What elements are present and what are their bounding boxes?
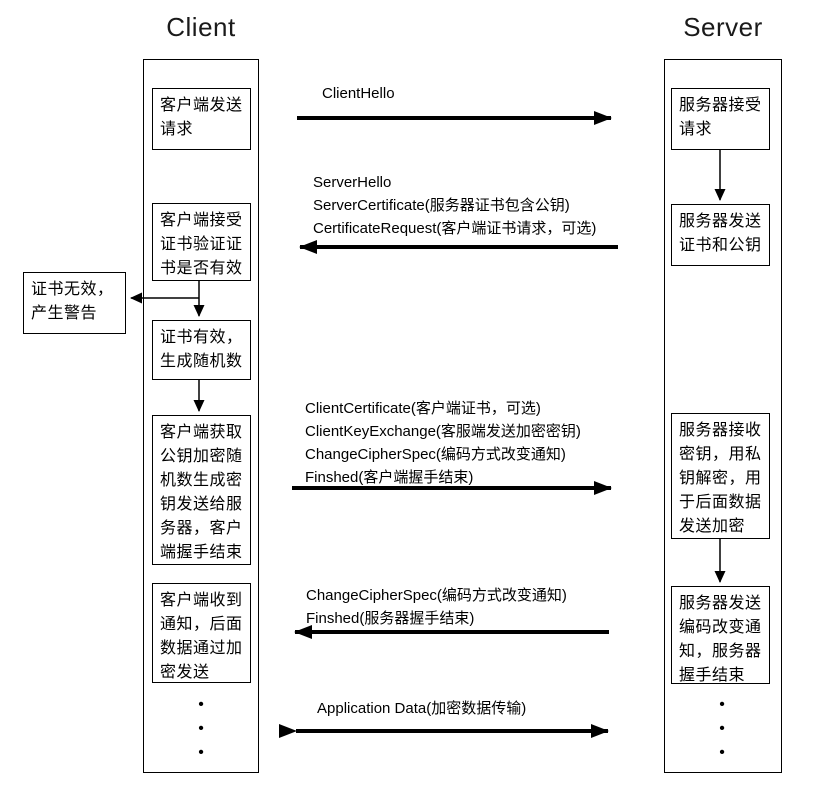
server-step-receive-key-decrypt: 服务器接收密钥，用私钥解密，用于后面数据发送加密 (671, 413, 770, 539)
server-lane-title: Server (683, 12, 763, 42)
client-step-receive-notice: 客户端收到通知，后面数据通过加密发送 (152, 583, 251, 683)
cert-invalid-warning-box: 证书无效，产生警告 (23, 272, 126, 334)
dot: • (198, 720, 204, 737)
msg-client-hello-label: ClientHello (322, 85, 395, 102)
msg-client-certificate-line4: Finshed(客户端握手结束) (305, 469, 474, 486)
client-lane-title: Client (166, 12, 236, 42)
dot: • (198, 744, 204, 761)
msg-server-hello-line1: ServerHello (313, 174, 392, 191)
msg-change-cipher-line1: ChangeCipherSpec(编码方式改变通知) (306, 587, 567, 604)
msg-change-cipher-block: ChangeCipherSpec(编码方式改变通知) Finshed(服务器握手… (306, 584, 567, 630)
dot: • (198, 696, 204, 713)
client-step-cert-valid-random: 证书有效，生成随机数 (152, 320, 251, 380)
msg-client-certificate-line2: ClientKeyExchange(客服端发送加密密钥) (305, 423, 581, 440)
dot: • (719, 696, 725, 713)
msg-server-hello-line3: CertificateRequest(客户端证书请求，可选) (313, 220, 597, 237)
msg-client-certificate-line3: ChangeCipherSpec(编码方式改变通知) (305, 446, 566, 463)
client-step-encrypt-key-send: 客户端获取公钥加密随机数生成密钥发送给服务器，客户端握手结束 (152, 415, 251, 565)
msg-server-hello-line2: ServerCertificate(服务器证书包含公钥) (313, 197, 570, 214)
client-continuation-dots: • • • (143, 693, 259, 765)
msg-client-certificate-block: ClientCertificate(客户端证书，可选) ClientKeyExc… (305, 397, 581, 489)
client-step-send-request: 客户端发送请求 (152, 88, 251, 150)
msg-client-certificate-line1: ClientCertificate(客户端证书，可选) (305, 400, 541, 417)
dot: • (719, 744, 725, 761)
server-step-change-cipher-finish: 服务器发送编码改变通知，服务器握手结束 (671, 586, 770, 684)
client-step-verify-certificate: 客户端接受证书验证证书是否有效 (152, 203, 251, 281)
server-step-send-certificate: 服务器发送证书和公钥 (671, 204, 770, 266)
msg-application-data-label: Application Data(加密数据传输) (317, 700, 527, 717)
msg-server-hello-block: ServerHello ServerCertificate(服务器证书包含公钥)… (313, 171, 596, 240)
msg-change-cipher-line2: Finshed(服务器握手结束) (306, 610, 475, 627)
server-step-accept-request: 服务器接受请求 (671, 88, 770, 150)
server-continuation-dots: • • • (663, 693, 781, 765)
dot: • (719, 720, 725, 737)
